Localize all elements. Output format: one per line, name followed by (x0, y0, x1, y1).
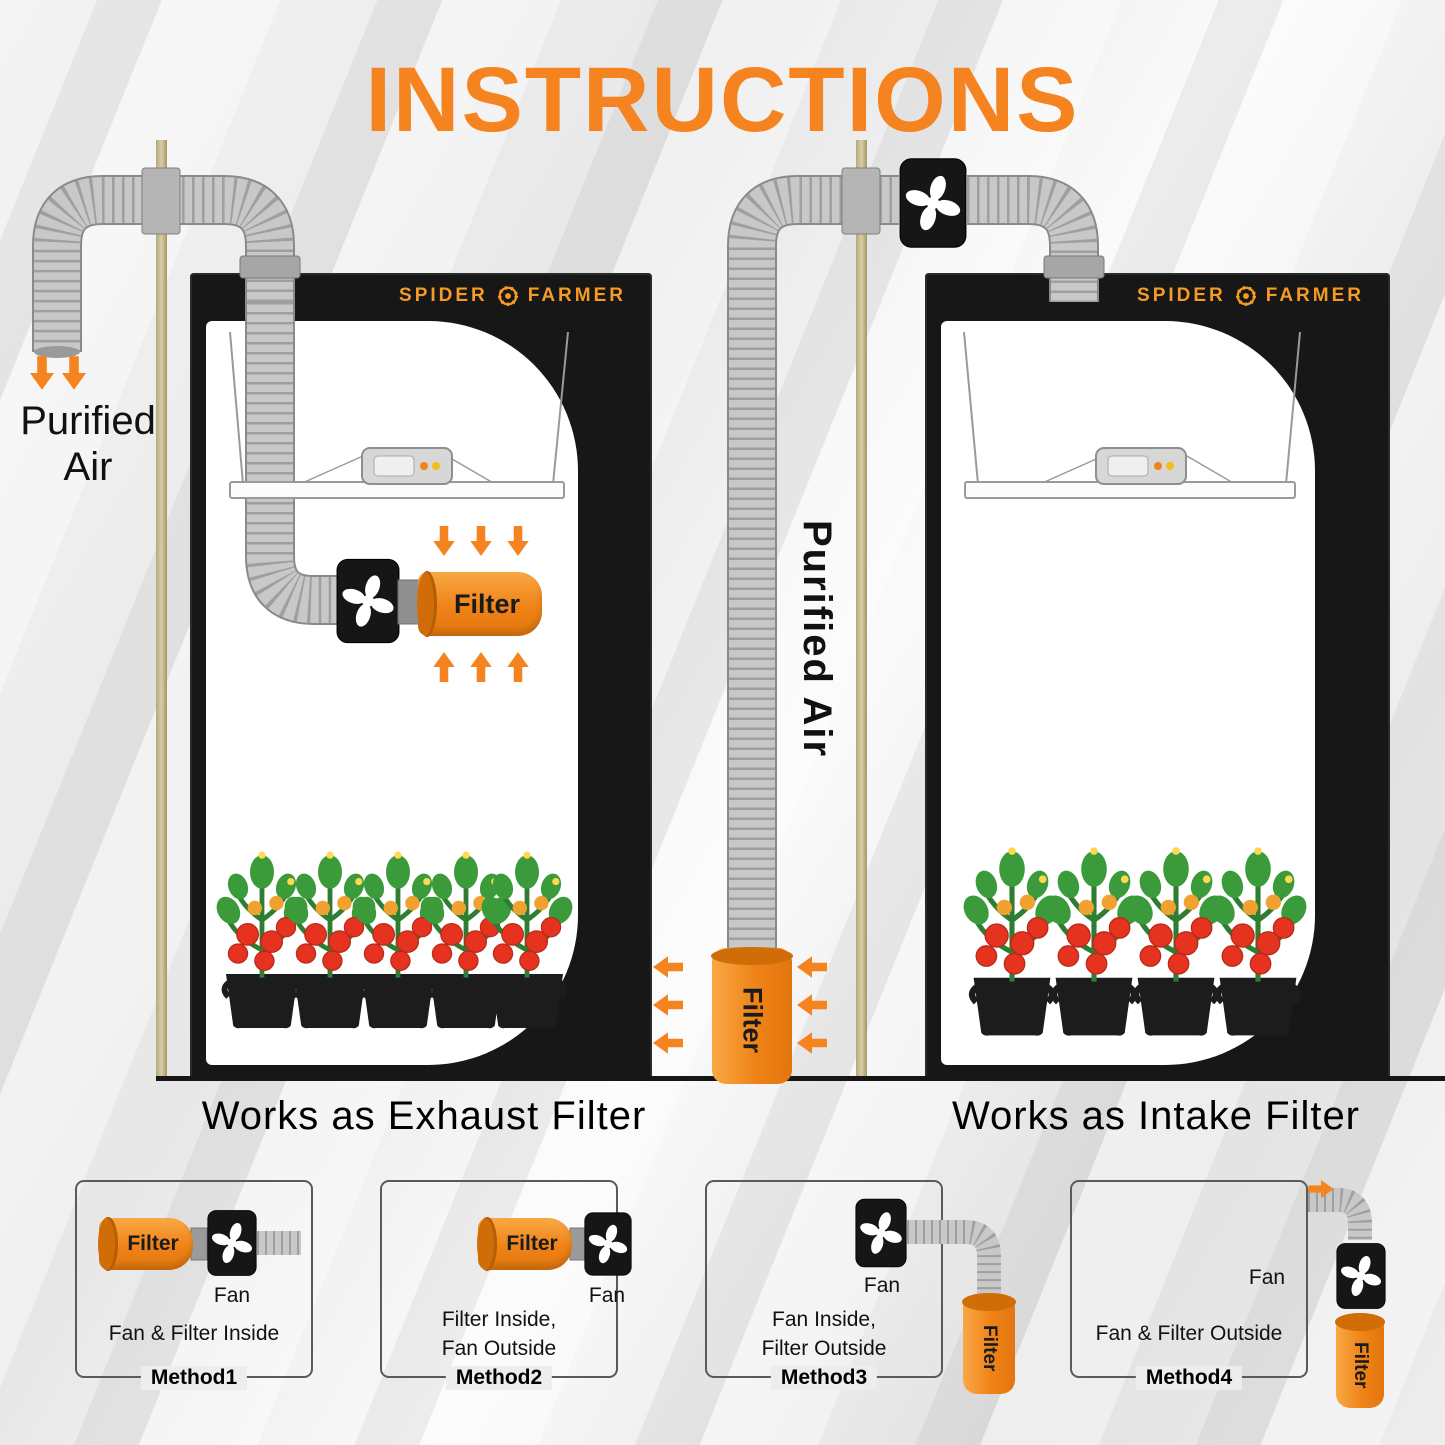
fan-label: Fan (213, 1284, 251, 1307)
inline-fan-icon-right (899, 158, 967, 248)
method-description-line1: Filter Inside, (441, 1308, 557, 1331)
filter-label: Filter (979, 1324, 1000, 1372)
ground-line (156, 1076, 1445, 1081)
filter-canister: Filter (477, 1217, 572, 1271)
filter-label: Filter (737, 986, 768, 1053)
inline-fan-icon (584, 1212, 632, 1276)
fan-label: Fan (588, 1284, 626, 1307)
brand-text-farmer: FARMER (527, 285, 626, 306)
filter-label: Filter (127, 1232, 179, 1255)
brand-text-farmer: FARMER (1265, 285, 1364, 306)
grow-tent-left: SPIDER FARMER (190, 273, 652, 1081)
method-description-line2: Fan Outside (441, 1337, 557, 1360)
method-3-panel: Filter Fan Fan Inside, Filter Outside Me… (705, 1180, 1016, 1394)
inline-fan-icon (207, 1210, 257, 1276)
method-description: Fan & Filter Inside (108, 1322, 280, 1345)
fan-label: Fan (1248, 1266, 1286, 1289)
spider-farmer-logo-icon (497, 285, 519, 307)
caption-exhaust: Works as Exhaust Filter (201, 1094, 647, 1138)
duct-adapter (569, 1227, 587, 1261)
duct-elbow (1308, 1188, 1372, 1240)
method-3-illustration (855, 1198, 1001, 1298)
filter-label: Filter (1350, 1341, 1371, 1389)
method-4-panel: Filter Fan Fan & Filter Outside Method4 (1070, 1180, 1386, 1408)
method-description-line1: Fan Inside, (772, 1308, 876, 1331)
brand-row-right: SPIDER FARMER (925, 285, 1390, 307)
fan-label: Fan (863, 1274, 901, 1297)
filter-label: Filter (453, 588, 520, 619)
inline-fan-icon (1336, 1243, 1386, 1309)
filter-canister: Filter (962, 1293, 1016, 1394)
filter-label: Filter (506, 1232, 558, 1255)
purified-air-label-right: Purified Air (795, 520, 839, 759)
method-name: Method1 (140, 1366, 248, 1390)
carbon-filter-center: Filter (711, 947, 793, 1084)
spider-farmer-logo-icon (1235, 285, 1257, 307)
purified-air-label-left: Purified Air (0, 398, 176, 490)
grow-tent-right: SPIDER FARMER (925, 273, 1390, 1081)
tent-interior-right (941, 321, 1315, 1065)
purified-air-line2: Air (63, 445, 113, 489)
method-name: Method2 (445, 1366, 553, 1390)
duct-adapter (190, 1227, 208, 1261)
purified-air-line1: Purified (20, 399, 156, 443)
inline-fan-icon (855, 1198, 907, 1268)
method-1-panel: Filter Fan Fan & Filter Inside Method1 (75, 1180, 313, 1390)
filter-canister: Filter (1335, 1313, 1385, 1408)
method-description: Fan & Filter Outside (1095, 1322, 1283, 1345)
method-2-panel: Filter Fan Filter Inside, Fan Outside Me… (380, 1180, 632, 1390)
method-4-illustration (1308, 1180, 1386, 1309)
brand-text-spider: SPIDER (1137, 285, 1226, 306)
method-name: Method4 (1135, 1366, 1243, 1390)
method-1-illustration (190, 1210, 301, 1276)
method-description-line2: Filter Outside (761, 1337, 887, 1360)
carbon-filter-left: Filter (417, 571, 542, 637)
brand-row-left: SPIDER FARMER (190, 285, 652, 307)
support-pole-left (156, 140, 167, 1080)
filter-canister: Filter (98, 1217, 193, 1271)
purified-air-arrows-left (30, 356, 86, 390)
tent-interior-left (206, 321, 578, 1065)
caption-intake: Works as Intake Filter (951, 1094, 1361, 1138)
method-name: Method3 (770, 1366, 878, 1390)
brand-text-spider: SPIDER (399, 285, 488, 306)
support-pole-right (856, 140, 867, 1080)
page-title: INSTRUCTIONS (365, 49, 1080, 151)
